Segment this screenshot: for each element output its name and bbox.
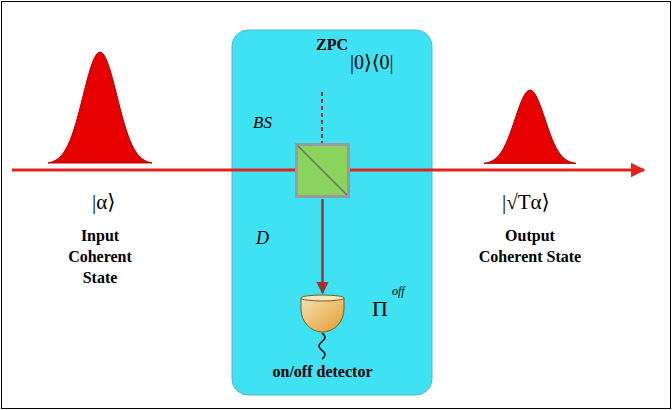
povm-superscript: off bbox=[392, 284, 405, 299]
splitter-diagonal bbox=[298, 146, 347, 195]
port-label: D bbox=[256, 228, 269, 249]
vacuum-input bbox=[321, 92, 323, 143]
detector-wire bbox=[319, 333, 325, 359]
detector-shape bbox=[300, 295, 345, 333]
state-ket: |√Tα⟩ bbox=[502, 190, 550, 215]
zpc-panel-fill bbox=[232, 30, 432, 395]
detector-window bbox=[301, 295, 344, 301]
splitter-shape bbox=[295, 143, 350, 198]
povm-symbol: Π bbox=[372, 296, 388, 322]
detector-cup bbox=[301, 298, 344, 332]
on-off-detector: on/off detector bbox=[300, 295, 345, 333]
component-label: BS bbox=[253, 113, 272, 133]
vacuum-projector: |0⟩⟨0| bbox=[350, 50, 394, 74]
state-ket: |α⟩ bbox=[92, 190, 115, 215]
state-caption: Output Coherent State bbox=[478, 226, 582, 268]
output-pulse bbox=[484, 90, 576, 163]
state-caption: Input Coherent State bbox=[50, 226, 150, 288]
splitter-body bbox=[297, 145, 349, 197]
input-pulse bbox=[48, 52, 152, 163]
panel-title: ZPC bbox=[232, 36, 432, 54]
photon-path bbox=[321, 199, 324, 293]
beam-splitter: BS bbox=[295, 143, 350, 198]
component-label: on/off detector bbox=[240, 363, 405, 381]
zpc-panel: ZPC BS on/off detector bbox=[232, 30, 432, 395]
